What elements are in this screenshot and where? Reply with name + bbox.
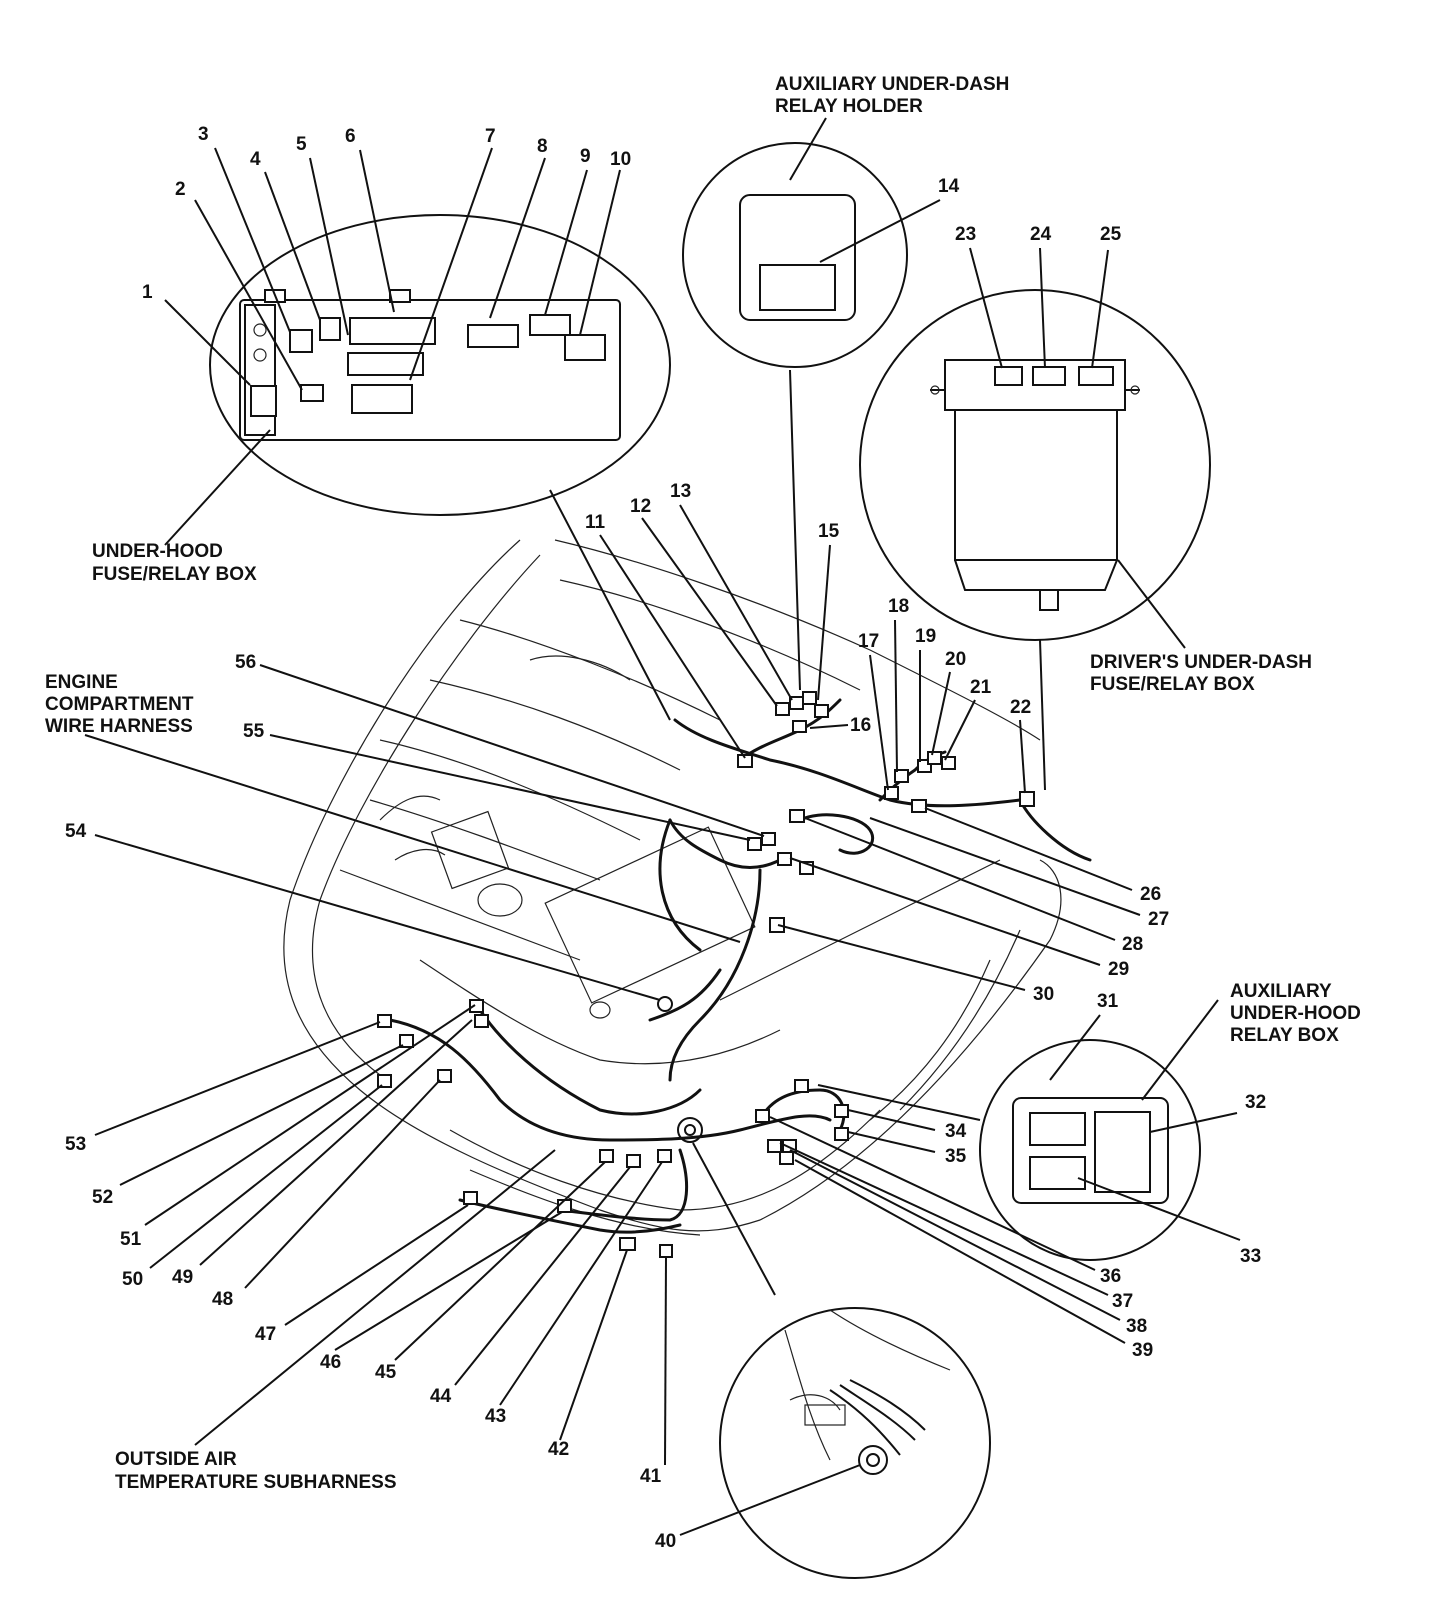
caption-aux-under-hood-relay-box-line-1: AUXILIARY xyxy=(1230,981,1332,1002)
ground-detail-inset xyxy=(719,1307,991,1579)
callout-42: 42 xyxy=(548,1439,569,1460)
callout-23: 23 xyxy=(955,224,976,245)
callout-8: 8 xyxy=(537,136,548,157)
callout-3: 3 xyxy=(198,124,209,145)
callout-56: 56 xyxy=(235,652,256,673)
callout-50: 50 xyxy=(122,1269,143,1290)
callout-49: 49 xyxy=(172,1267,193,1288)
callout-5: 5 xyxy=(296,134,307,155)
caption-aux-under-dash-relay-holder-line-2: RELAY HOLDER xyxy=(775,96,923,117)
callout-45: 45 xyxy=(375,1362,397,1383)
callout-33: 33 xyxy=(1240,1246,1261,1267)
captions: AUXILIARY UNDER-DASH RELAY HOLDER UNDER-… xyxy=(45,74,1361,1493)
callout-18: 18 xyxy=(888,596,909,617)
callout-14: 14 xyxy=(938,176,960,197)
fuse-box-item-6 xyxy=(349,317,436,345)
caption-engine-compartment-wire-harness-line-3: WIRE HARNESS xyxy=(45,716,193,737)
callout-55: 55 xyxy=(243,721,265,742)
callout-48: 48 xyxy=(212,1289,233,1310)
fuse-box-item-2 xyxy=(300,384,324,402)
callout-21: 21 xyxy=(970,677,992,698)
callout-31: 31 xyxy=(1097,991,1119,1012)
callout-41: 41 xyxy=(640,1466,662,1487)
callout-40: 40 xyxy=(655,1531,676,1552)
callout-38: 38 xyxy=(1126,1316,1147,1337)
callout-1: 1 xyxy=(142,282,153,303)
callout-25: 25 xyxy=(1100,224,1122,245)
callout-37: 37 xyxy=(1112,1291,1133,1312)
callout-4: 4 xyxy=(250,149,261,170)
callout-numbers: 1 2 3 4 5 6 7 8 9 10 11 12 13 14 15 16 1… xyxy=(65,124,1266,1552)
callout-2: 2 xyxy=(175,179,186,200)
callout-11: 11 xyxy=(585,512,606,533)
callout-17: 17 xyxy=(858,631,879,652)
caption-engine-compartment-wire-harness-line-2: COMPARTMENT xyxy=(45,694,194,715)
aux-under-hood-relay-box-inset xyxy=(979,1039,1201,1261)
callout-7: 7 xyxy=(485,126,496,147)
caption-aux-under-hood-relay-box-line-3: RELAY BOX xyxy=(1230,1025,1339,1046)
callout-53: 53 xyxy=(65,1134,86,1155)
callout-16: 16 xyxy=(850,715,871,736)
callout-44: 44 xyxy=(430,1386,452,1407)
vehicle-body xyxy=(283,539,1062,1236)
engine-harness-lines xyxy=(388,698,1092,1234)
fuse-box-item-10 xyxy=(564,334,606,361)
fuse-box-item-1 xyxy=(250,385,277,417)
leader-lines xyxy=(84,117,1241,1536)
fuse-box-item-8 xyxy=(467,324,519,348)
callout-47: 47 xyxy=(255,1324,276,1345)
caption-engine-compartment-wire-harness-line-1: ENGINE xyxy=(45,672,118,693)
fuse-box-item-5 xyxy=(347,352,424,376)
callout-9: 9 xyxy=(580,146,591,167)
callout-12: 12 xyxy=(630,496,651,517)
callout-6: 6 xyxy=(345,126,356,147)
caption-drivers-under-dash-fuse-relay-box-line-1: DRIVER'S UNDER-DASH xyxy=(1090,652,1312,673)
callout-28: 28 xyxy=(1122,934,1143,955)
caption-outside-air-temperature-subharness-line-1: OUTSIDE AIR xyxy=(115,1449,237,1470)
caption-drivers-under-dash-fuse-relay-box-line-2: FUSE/RELAY BOX xyxy=(1090,674,1255,695)
callout-46: 46 xyxy=(320,1352,341,1373)
fuse-box-item-7 xyxy=(351,384,413,414)
callout-10: 10 xyxy=(610,149,631,170)
callout-24: 24 xyxy=(1030,224,1052,245)
callout-20: 20 xyxy=(945,649,966,670)
callout-27: 27 xyxy=(1148,909,1169,930)
fuse-box-item-4 xyxy=(319,317,341,341)
caption-aux-under-dash-relay-holder-line-1: AUXILIARY UNDER-DASH xyxy=(775,74,1009,95)
callout-51: 51 xyxy=(120,1229,142,1250)
callout-36: 36 xyxy=(1100,1266,1121,1287)
callout-29: 29 xyxy=(1108,959,1129,980)
caption-under-hood-fuse-relay-box-line-2: FUSE/RELAY BOX xyxy=(92,564,257,585)
callout-54: 54 xyxy=(65,821,87,842)
callout-52: 52 xyxy=(92,1187,113,1208)
callout-15: 15 xyxy=(818,521,840,542)
drivers-under-dash-fuse-relay-box-inset xyxy=(859,289,1211,641)
callout-22: 22 xyxy=(1010,697,1031,718)
callout-39: 39 xyxy=(1132,1340,1153,1361)
under-hood-fuse-relay-box-inset xyxy=(209,214,671,516)
callout-26: 26 xyxy=(1140,884,1161,905)
callout-43: 43 xyxy=(485,1406,506,1427)
callout-13: 13 xyxy=(670,481,691,502)
callout-32: 32 xyxy=(1245,1092,1266,1113)
fuse-box-item-9 xyxy=(529,314,571,336)
callout-19: 19 xyxy=(915,626,936,647)
callout-35: 35 xyxy=(945,1146,967,1167)
connector-marks xyxy=(377,691,1035,1258)
callout-30: 30 xyxy=(1033,984,1054,1005)
caption-outside-air-temperature-subharness-line-2: TEMPERATURE SUBHARNESS xyxy=(115,1472,397,1493)
aux-under-dash-relay-holder-inset xyxy=(682,142,908,368)
callout-34: 34 xyxy=(945,1121,967,1142)
caption-aux-under-hood-relay-box-line-2: UNDER-HOOD xyxy=(1230,1003,1361,1024)
fuse-box-item-3 xyxy=(289,329,313,353)
caption-under-hood-fuse-relay-box-line-1: UNDER-HOOD xyxy=(92,541,223,562)
